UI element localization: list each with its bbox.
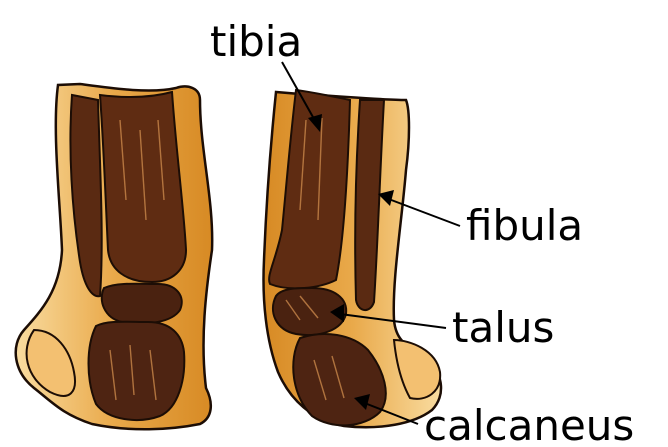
- label-fibula-text: fibula: [466, 201, 583, 250]
- left-tibia-bone: [100, 92, 186, 282]
- right-leg-illustration: [264, 90, 442, 427]
- label-calcaneus-text: calcaneus: [424, 401, 634, 447]
- left-leg-illustration: [16, 84, 212, 429]
- label-talus-text: talus: [452, 303, 554, 352]
- left-calcaneus-bone: [89, 322, 185, 420]
- left-talus-bone: [102, 284, 182, 324]
- label-tibia-text: tibia: [210, 17, 302, 66]
- label-fibula: fibula: [378, 190, 583, 250]
